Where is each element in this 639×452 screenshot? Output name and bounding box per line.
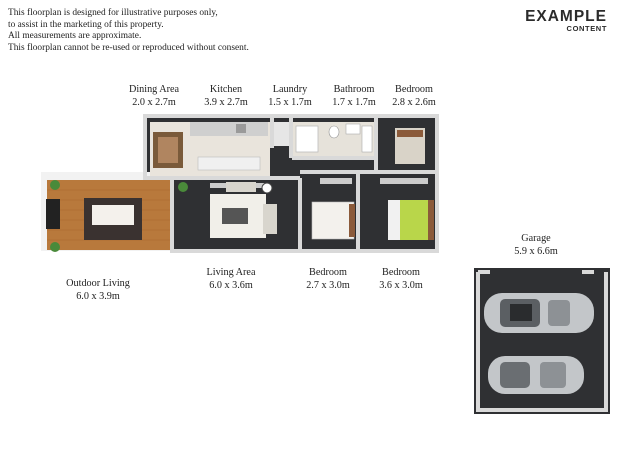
garage-walls: [476, 272, 608, 412]
room-size: 2.0 x 2.7m: [132, 96, 176, 108]
room-size: 2.8 x 2.6m: [392, 96, 436, 108]
car-icon: [488, 356, 584, 394]
room-size: 6.0 x 3.6m: [209, 279, 253, 291]
lamp: [261, 182, 273, 194]
room-name: Dining Area: [128, 84, 180, 95]
bedroom2-bed: [311, 201, 355, 240]
walls: [143, 114, 439, 253]
room-label-bedroom2: Bedroom 2.7 x 3.0m: [306, 267, 350, 292]
plant: [178, 182, 188, 192]
room-size: 5.9 x 6.6m: [514, 245, 558, 257]
room-name: Bathroom: [333, 84, 375, 95]
room-name: Bedroom: [382, 267, 420, 278]
outdoor-table: [92, 205, 134, 225]
garage-plan: [474, 268, 610, 414]
room-label-bedroom1: Bedroom 2.8 x 2.6m: [392, 84, 436, 109]
wardrobe: [380, 178, 428, 184]
outdoor-bbq: [46, 199, 60, 229]
plant: [50, 180, 60, 190]
room-size: 3.6 x 3.0m: [379, 279, 423, 291]
room-name: Outdoor Living: [66, 278, 130, 289]
room-size: 1.5 x 1.7m: [268, 96, 312, 108]
house-plan: [41, 114, 439, 253]
room-name: Bedroom: [395, 84, 433, 95]
toilet: [328, 125, 340, 139]
room-name: Kitchen: [209, 84, 243, 95]
room-size: 6.0 x 3.9m: [76, 290, 120, 302]
armchair: [263, 204, 277, 234]
room-size: 3.9 x 2.7m: [204, 96, 248, 108]
sofa: [226, 182, 256, 192]
disclaimer-line: to assist in the marketing of this prope…: [8, 19, 164, 30]
kitchen-sink: [236, 124, 246, 133]
disclaimer-line: All measurements are approximate.: [8, 31, 142, 42]
kitchen-island: [197, 156, 261, 171]
bath: [361, 125, 373, 153]
car-icon: [484, 293, 594, 333]
room-name: Living Area: [206, 267, 256, 278]
room-label-outdoor: Outdoor Living 6.0 x 3.9m: [66, 278, 130, 303]
plant: [50, 242, 60, 252]
room-size: 1.7 x 1.7m: [332, 96, 376, 108]
kitchen-bench: [190, 122, 268, 136]
shower: [295, 125, 319, 153]
disclaimer-line: This floorplan cannot be re-used or repr…: [8, 42, 249, 53]
logo-sub-text: CONTENT: [566, 24, 607, 33]
wardrobe: [320, 178, 352, 184]
coffee-table: [222, 208, 248, 224]
room-label-dining: Dining Area 2.0 x 2.7m: [129, 84, 179, 109]
logo-main-text: EXAMPLE: [525, 8, 607, 25]
room-name: Laundry: [272, 84, 308, 95]
room-name: Bedroom: [309, 267, 347, 278]
room-size: 2.7 x 3.0m: [306, 279, 350, 291]
laundry-floor: [274, 122, 290, 146]
room-label-bathroom: Bathroom 1.7 x 1.7m: [332, 84, 376, 109]
room-label-garage: Garage 5.9 x 6.6m: [514, 233, 558, 258]
company-logo: EXAMPLE CONTENT: [525, 8, 607, 34]
disclaimer-line: This floorplan is designed for illustrat…: [8, 8, 218, 18]
disclaimer-text: This floorplan is designed for illustrat…: [8, 8, 249, 54]
room-label-laundry: Laundry 1.5 x 1.7m: [268, 84, 312, 109]
room-label-living: Living Area 6.0 x 3.6m: [207, 267, 256, 292]
room-label-bedroom3: Bedroom 3.6 x 3.0m: [379, 267, 423, 292]
room-name: Garage: [521, 233, 551, 244]
room-label-kitchen: Kitchen 3.9 x 2.7m: [204, 84, 248, 109]
vanity: [345, 123, 361, 135]
